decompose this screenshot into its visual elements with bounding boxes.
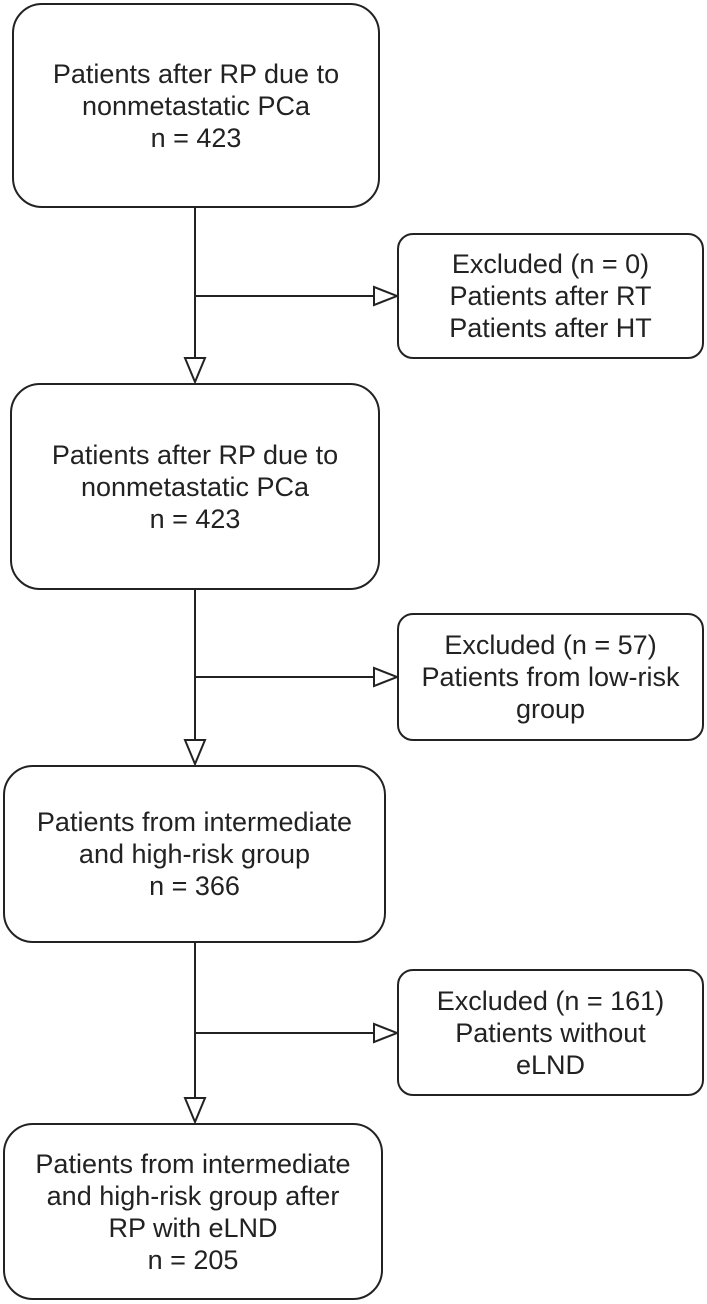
box-text: n = 423 [150,122,242,153]
box-text: Patients after RP due to [52,58,340,89]
arrowhead-down [183,1097,207,1125]
step-box-intermediate-high-risk: Patients from intermediate and high-risk… [3,765,386,943]
box-text: Patients after HT [449,313,652,343]
box-text: nonmetastatic PCa [80,471,310,502]
box-text: RP with eLND [108,1212,278,1243]
box-text: Excluded (n = 161) [436,985,665,1016]
box-text: Patients from intermediate [35,1148,351,1179]
box-text: and high-risk group after [46,1180,340,1211]
exclusion-box-without-elnd: Excluded (n = 161) Patients without eLND [397,969,704,1096]
arrowhead-right [373,1022,400,1044]
exclusion-box-rt-ht: Excluded (n = 0) Patients after RT Patie… [397,233,704,359]
step-box-final-cohort: Patients from intermediate and high-risk… [3,1123,383,1300]
box-text: Patients without [455,1017,646,1048]
box-text: Excluded (n = 57) [444,630,657,660]
step-box-after-exclusion: Patients after RP due to nonmetastatic P… [10,383,380,590]
box-text: nonmetastatic PCa [81,90,311,121]
step-box-initial-cohort: Patients after RP due to nonmetastatic P… [12,3,380,208]
box-text: Patients after RP due to [51,439,339,470]
box-text: Patients after RT [449,281,652,311]
arrowhead-down [183,739,207,767]
arrowhead-right [373,666,400,688]
arrowhead-right [373,285,400,307]
box-text: Excluded (n = 0) [451,249,650,279]
box-text: Patients from low-risk [421,662,680,692]
box-text: Patients from intermediate [36,807,353,837]
box-text: group [515,694,586,724]
box-text: and high-risk group [78,839,311,869]
exclusion-box-low-risk: Excluded (n = 57) Patients from low-risk… [397,613,704,741]
box-text: n = 205 [147,1244,239,1275]
box-text: eLND [515,1049,586,1080]
arrowhead-down [183,357,207,385]
box-text: n = 366 [149,871,240,901]
box-text: n = 423 [149,503,241,534]
